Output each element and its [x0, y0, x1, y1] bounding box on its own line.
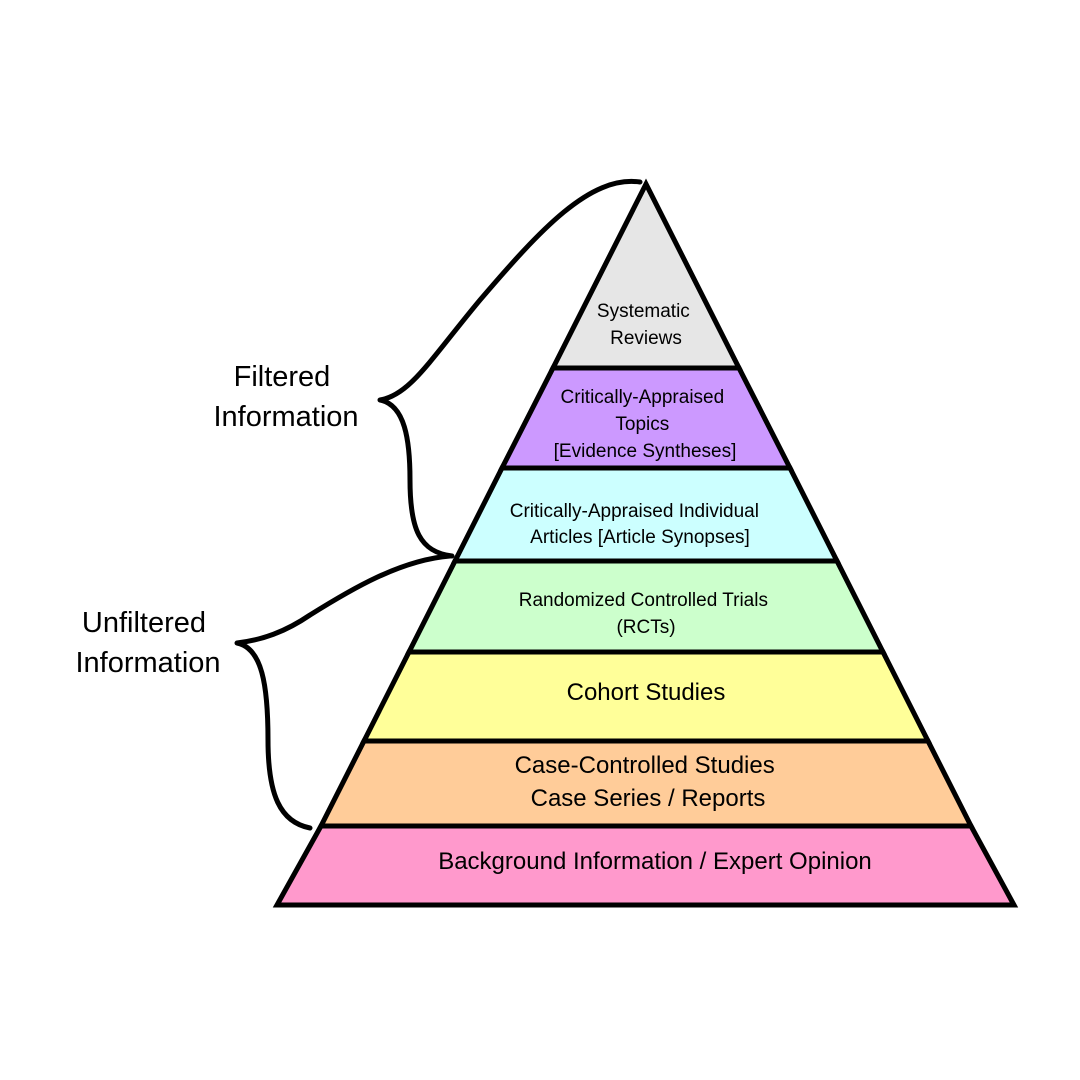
tier-rcts-label: Randomized Controlled Trials (RCTs) — [519, 590, 774, 638]
braces — [234, 178, 643, 831]
unfiltered-brace — [234, 553, 453, 831]
tier-systematic-reviews-label: Systematic Reviews — [597, 301, 695, 349]
tier-labels: Systematic Reviews Critically-Appraised … — [438, 301, 872, 875]
tier-cohort-studies-label: Cohort Studies — [567, 679, 726, 706]
tier-critically-appraised-articles-label: Critically-Appraised Individual Articles… — [510, 501, 765, 548]
unfiltered-information-label: Unfiltered Information — [75, 607, 220, 679]
tier-critically-appraised-topics-label: Critically-Appraised Topics [Evidence Sy… — [554, 387, 737, 462]
filtered-brace — [377, 178, 643, 559]
brace-labels: Filtered Information Unfiltered Informat… — [75, 361, 358, 679]
tier-background-information-label: Background Information / Expert Opinion — [438, 848, 872, 875]
filtered-information-label: Filtered Information — [213, 361, 358, 433]
tier-case-controlled-label: Case-Controlled Studies Case Series / Re… — [515, 752, 782, 812]
pyramid — [272, 178, 1019, 908]
tier-background-information-shape — [272, 823, 1019, 908]
